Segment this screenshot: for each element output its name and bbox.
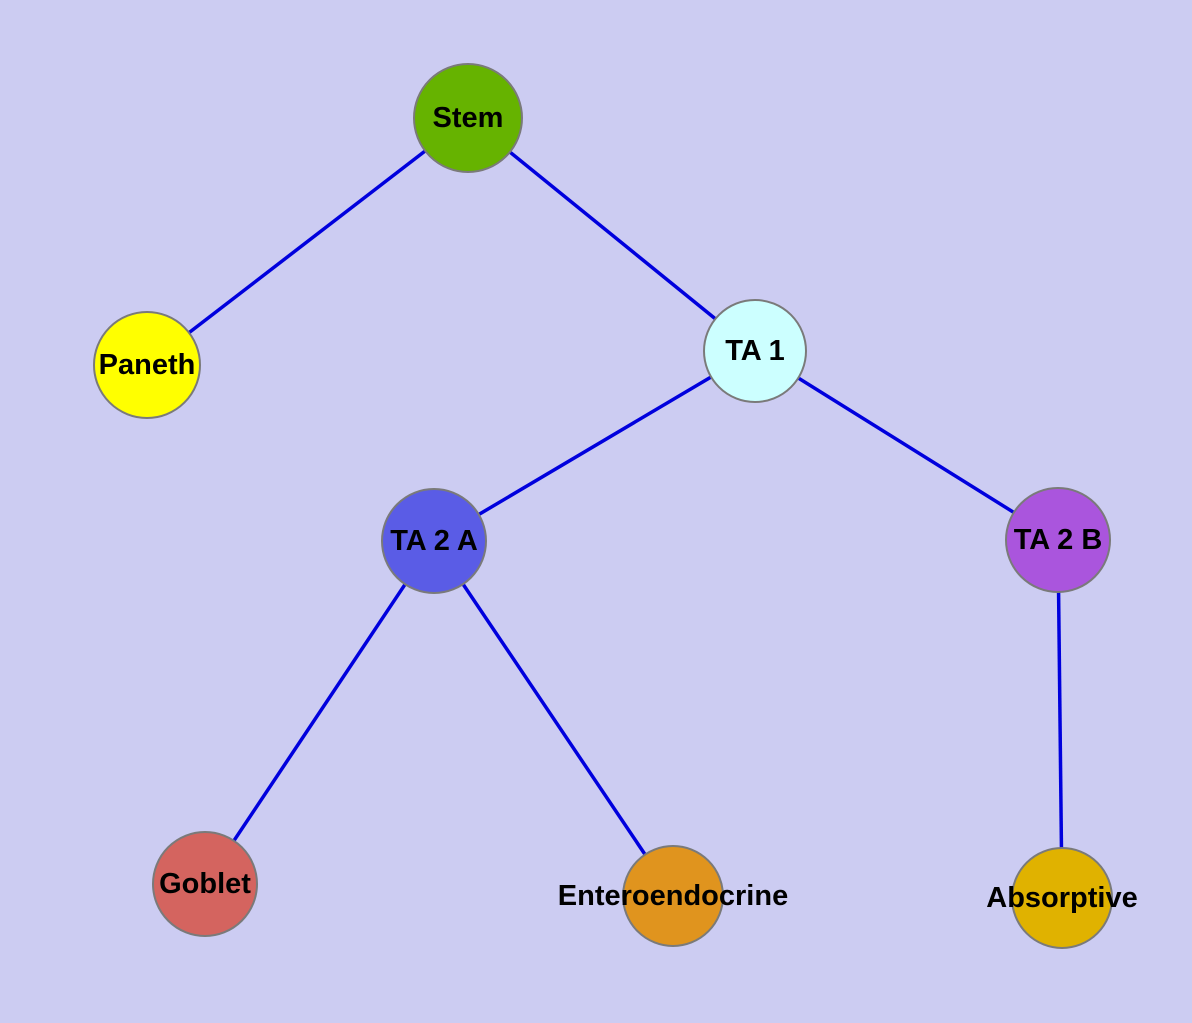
edge-ta2a-goblet bbox=[203, 540, 436, 885]
node-ta2b[interactable] bbox=[1005, 487, 1111, 593]
edge-ta2b-absorptive bbox=[1056, 539, 1064, 899]
node-group-ta2b: TA 2 B bbox=[1005, 487, 1111, 593]
node-paneth[interactable] bbox=[93, 311, 201, 419]
node-group-paneth: Paneth bbox=[93, 311, 201, 419]
edge-stem-paneth bbox=[145, 116, 470, 367]
node-stem[interactable] bbox=[413, 63, 523, 173]
node-group-ta1: TA 1 bbox=[703, 299, 807, 403]
node-group-ta2a: TA 2 A bbox=[381, 488, 487, 594]
node-absorptive[interactable] bbox=[1011, 847, 1113, 949]
node-group-goblet: Goblet bbox=[152, 831, 258, 937]
node-ta2a[interactable] bbox=[381, 488, 487, 594]
node-enteroendocrine[interactable] bbox=[622, 845, 724, 947]
edge-ta2a-enteroendocrine bbox=[432, 540, 675, 897]
edge-ta1-ta2a bbox=[433, 349, 756, 543]
node-ta1[interactable] bbox=[703, 299, 807, 403]
edges-layer bbox=[145, 116, 1064, 899]
edge-stem-ta1 bbox=[466, 116, 757, 353]
node-goblet[interactable] bbox=[152, 831, 258, 937]
node-group-stem: Stem bbox=[413, 63, 523, 173]
edge-ta1-ta2b bbox=[754, 349, 1059, 542]
